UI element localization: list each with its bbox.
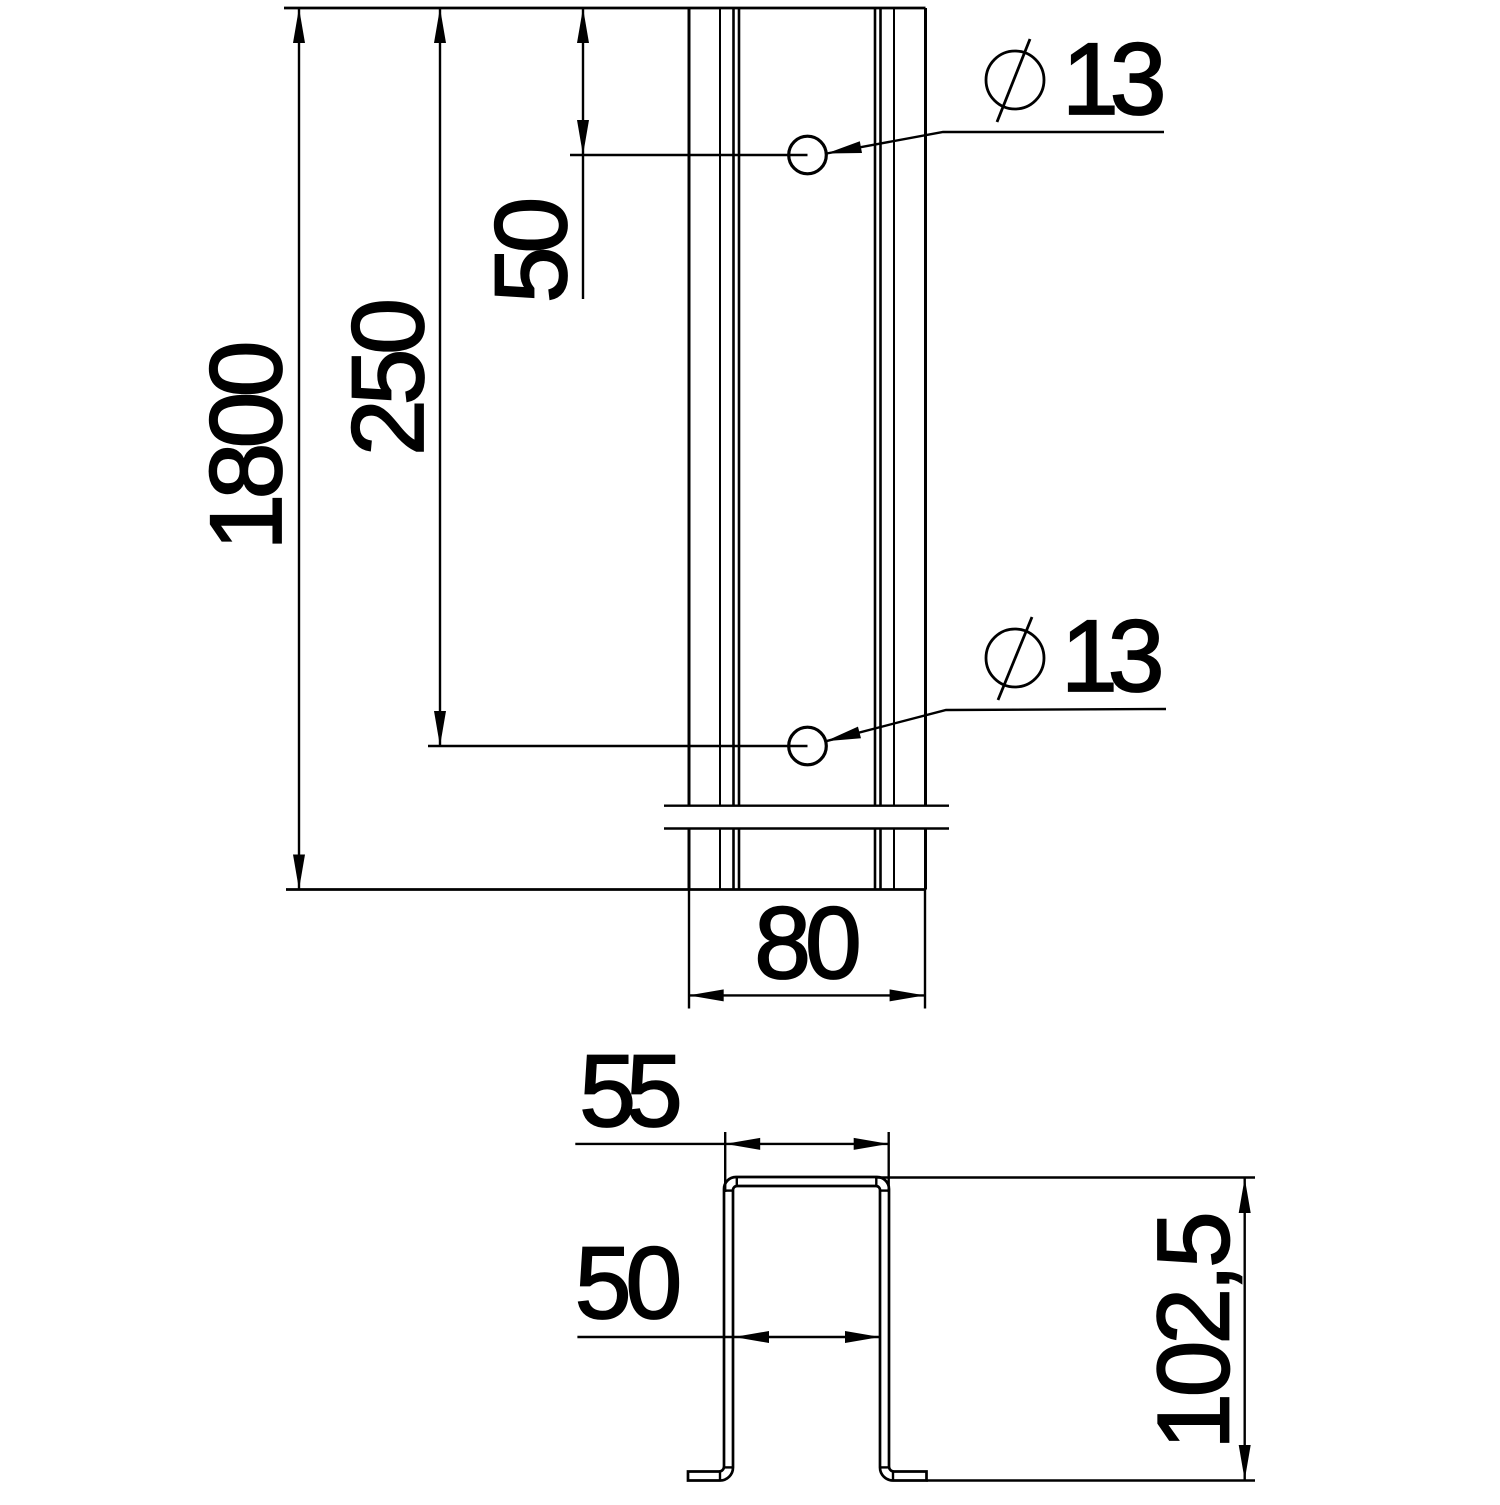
svg-text:13: 13 (1061, 599, 1165, 713)
svg-text:55: 55 (579, 1034, 683, 1148)
svg-text:250: 250 (331, 298, 445, 456)
svg-text:50: 50 (474, 197, 588, 304)
svg-text:102,5: 102,5 (1137, 1211, 1251, 1450)
svg-text:80: 80 (754, 886, 862, 1000)
svg-text:13: 13 (1062, 22, 1167, 136)
svg-text:50: 50 (575, 1226, 683, 1340)
svg-text:1800: 1800 (189, 341, 303, 551)
